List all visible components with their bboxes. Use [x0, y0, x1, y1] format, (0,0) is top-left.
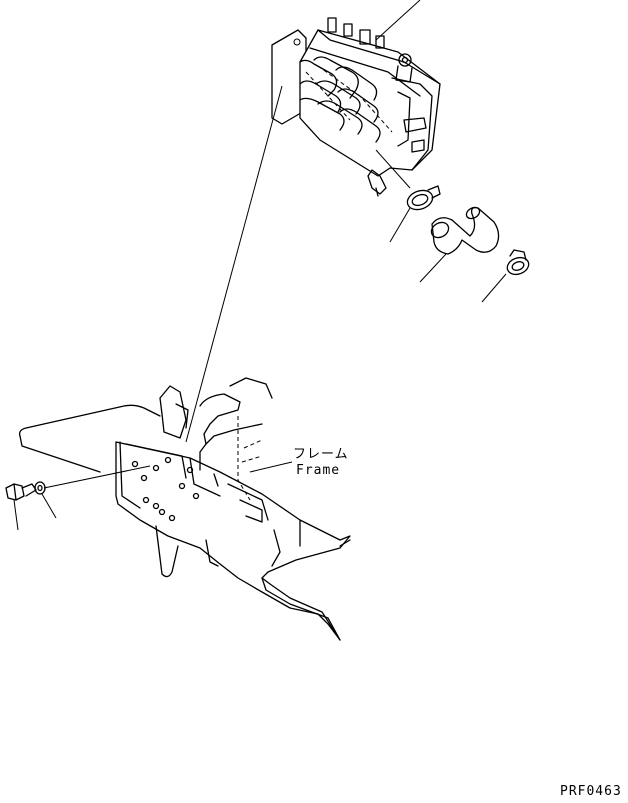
frame-label-english: Frame: [296, 463, 341, 478]
frame-label-japanese: フレーム: [293, 447, 349, 462]
drawing-code: PRF0463: [560, 784, 622, 799]
bolt-and-washer: [5, 465, 151, 531]
hose-and-clamps: [375, 149, 530, 303]
frame-structure: [18, 377, 351, 641]
control-valve-assembly: [271, 0, 441, 197]
frame-label-leader: [249, 461, 293, 473]
leader-line: [185, 85, 283, 443]
